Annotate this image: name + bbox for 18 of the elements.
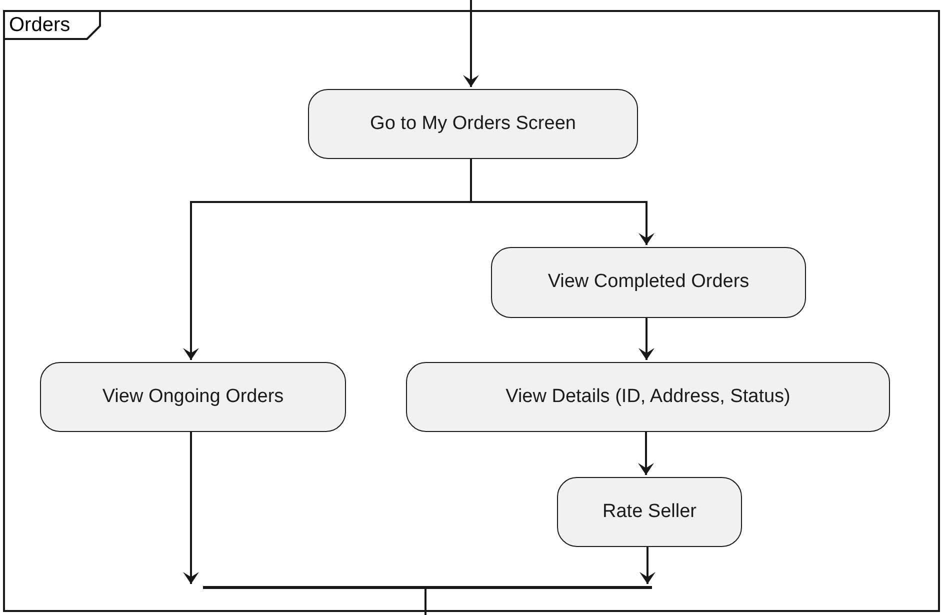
- arrow: [638, 316, 654, 360]
- action-box: [491, 247, 806, 318]
- action-box: [557, 477, 742, 547]
- arrow: [183, 430, 199, 584]
- action-label: View Ongoing Orders: [102, 384, 284, 409]
- action-box: [406, 362, 890, 432]
- action-label: Go to My Orders Screen: [370, 112, 576, 136]
- frame: [3, 10, 940, 612]
- arrow: [640, 545, 656, 584]
- action-label: View Details (ID, Address, Status): [506, 384, 790, 409]
- arrow: [463, 0, 479, 87]
- action-label: Rate Seller: [602, 500, 696, 524]
- merge-bar: [203, 586, 652, 589]
- action-label: View Completed Orders: [548, 270, 750, 294]
- frame-title: Orders: [9, 13, 70, 37]
- action-box: [308, 89, 638, 159]
- arrow: [638, 430, 654, 475]
- action-box: [40, 362, 346, 432]
